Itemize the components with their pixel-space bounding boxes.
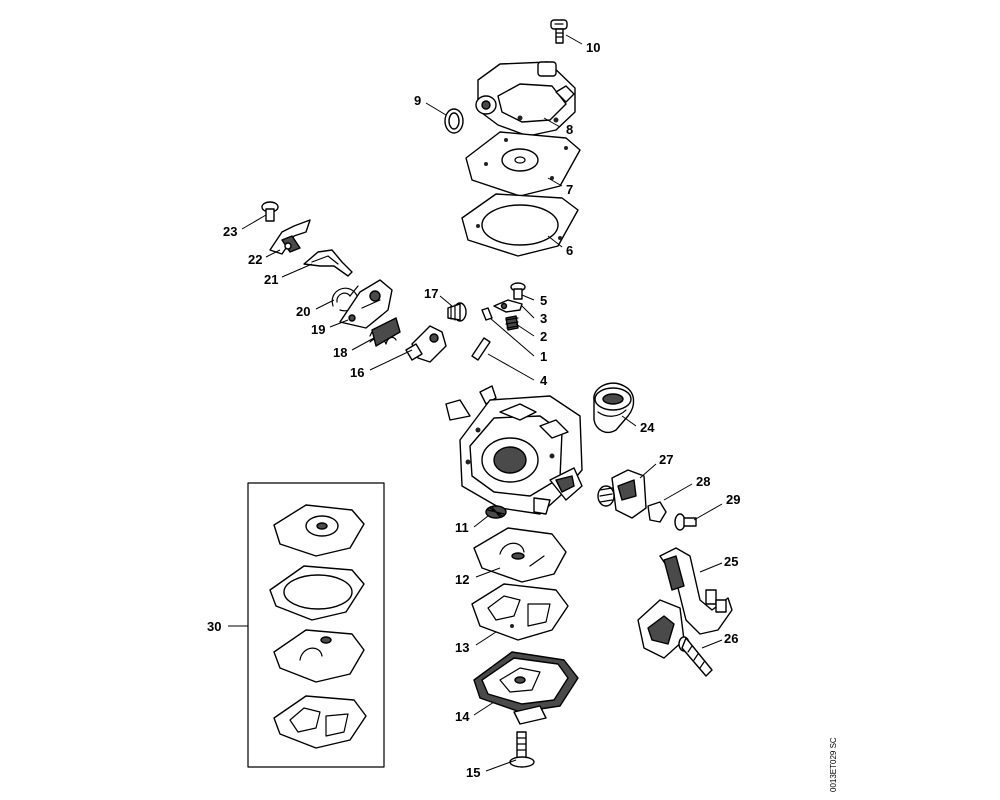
callout-26: 26 [724,631,738,646]
callout-1: 1 [540,349,547,364]
part-18-coil-spring[interactable] [369,317,401,347]
callout-20: 20 [296,304,310,319]
callout-numbers: 10 9 8 7 6 23 22 21 20 19 18 16 17 5 3 2… [207,40,740,780]
callout-25: 25 [724,554,738,569]
part-29-screw[interactable] [674,513,697,531]
part-12-diaphragm[interactable] [473,527,567,583]
part-13-gasket[interactable] [471,583,569,641]
callout-8: 8 [566,122,573,137]
part-15-screw[interactable] [509,731,535,768]
callout-12: 12 [455,572,469,587]
part-24-choke-knob[interactable] [593,382,635,434]
part-16-choke-shaft[interactable] [405,325,447,363]
part-21-lever[interactable] [303,249,353,277]
callout-19: 19 [311,322,325,337]
part-27-throttle-housing[interactable] [597,469,647,519]
part-11-filter[interactable] [485,505,507,519]
callout-23: 23 [223,224,237,239]
part-10-screw[interactable] [550,19,568,44]
callout-2: 2 [540,329,547,344]
part-7-diaphragm[interactable] [465,131,581,197]
callout-7: 7 [566,182,573,197]
part-23-screw[interactable] [261,201,279,222]
part-5-screw[interactable] [510,282,526,300]
part-26-screw[interactable] [678,636,713,677]
callout-13: 13 [455,640,469,655]
callout-9: 9 [414,93,421,108]
callout-17: 17 [424,286,438,301]
part-3-needle-lever[interactable] [493,299,523,313]
part-1-inlet-needle[interactable] [481,307,493,321]
part-30-gasket-kit[interactable] [247,482,385,768]
part-17-screw[interactable] [447,302,467,322]
callout-27: 27 [659,452,673,467]
callout-10: 10 [586,40,600,55]
part-2-spring[interactable] [505,315,519,331]
part-25-bracket[interactable] [637,547,733,659]
part-6-gasket[interactable] [461,193,579,257]
callout-15: 15 [466,765,480,780]
callout-11: 11 [455,520,469,535]
part-19-throttle-lever[interactable] [339,279,393,329]
part-4-pin[interactable] [471,337,491,361]
part-22-lever[interactable] [269,219,311,255]
carburetor-body[interactable] [445,385,583,515]
drawing-code: 0013ET029 SC [829,737,838,792]
part-9-o-ring[interactable] [444,108,464,134]
callout-22: 22 [248,252,262,267]
callout-14: 14 [455,709,470,724]
callout-4: 4 [540,373,548,388]
callout-18: 18 [333,345,347,360]
callout-3: 3 [540,311,547,326]
part-28-clip[interactable] [647,501,667,523]
part-8-pump-cover[interactable] [475,61,576,137]
callout-21: 21 [264,272,278,287]
callout-6: 6 [566,243,573,258]
callout-5: 5 [540,293,547,308]
callout-28: 28 [696,474,710,489]
callout-16: 16 [350,365,364,380]
callout-29: 29 [726,492,740,507]
callout-30: 30 [207,619,221,634]
part-14-metering-cover[interactable] [473,651,579,725]
leader-lines [228,34,723,772]
callout-24: 24 [640,420,655,435]
